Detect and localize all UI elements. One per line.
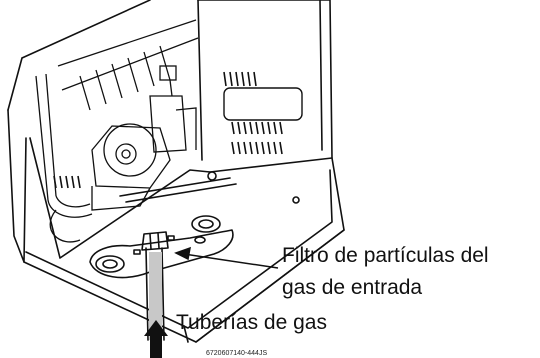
burner-fan-center [121,149,131,159]
valve-body [149,95,187,153]
filter-label-line1: Filtro de partículas del [282,244,489,267]
lower-pipe-bend [49,209,81,243]
vent-grille-left [53,175,81,189]
gas-pipe-nut-lines [149,232,160,250]
vent-grille-right-2 [231,141,283,155]
fitting-plate [89,229,234,279]
burner-fan-housing [103,123,157,177]
fitting-clip-2 [167,235,175,241]
gas-pipes-label: Tuberías de gas [176,311,327,334]
fitting-boss-right [191,215,221,233]
internal-duct-bottom-2 [55,195,91,208]
fitting-boss-left-inner [102,259,118,269]
gas-pipe [145,247,165,341]
fitting-boss-right-inner [198,219,214,229]
gas-inlet-arrow [144,320,168,358]
fitting-clip-1 [133,249,141,255]
casing-left-side [7,109,27,263]
vent-grille-upper [223,71,257,87]
heat-exchanger-slats [79,45,171,111]
gas-pipe-shading [149,252,162,340]
vent-grille-right [231,121,283,135]
casing-top-edge [7,0,151,111]
valve-connector [159,65,177,81]
drawing-code: 6720607140-444JS [206,350,268,357]
filter-label-line2: gas de entrada [282,276,423,299]
fan-bracket [91,186,151,211]
tray-groove [119,177,237,203]
casing-right-panel [197,0,333,173]
internal-duct-left [35,73,57,201]
heat-exchanger-top [57,19,199,91]
control-wiring [169,79,197,150]
tray-screw-1 [207,171,217,181]
vent-grilles [53,71,283,189]
casing-right-back-edge [319,0,323,151]
internal-duct-bottom [47,199,93,218]
tray-screw-2 [292,196,300,204]
burner-fan-hub [115,143,137,165]
base-plate-inner [29,137,211,259]
casing-right-vertical [197,0,203,161]
base-plate-top [25,169,333,329]
base-front-lip [183,229,345,343]
filter-leader [174,246,279,269]
side-panel-window [223,87,303,121]
fitting-boss-right-2 [194,236,206,244]
fitting-boss-left [95,255,125,273]
gas-valve-block [91,125,171,189]
